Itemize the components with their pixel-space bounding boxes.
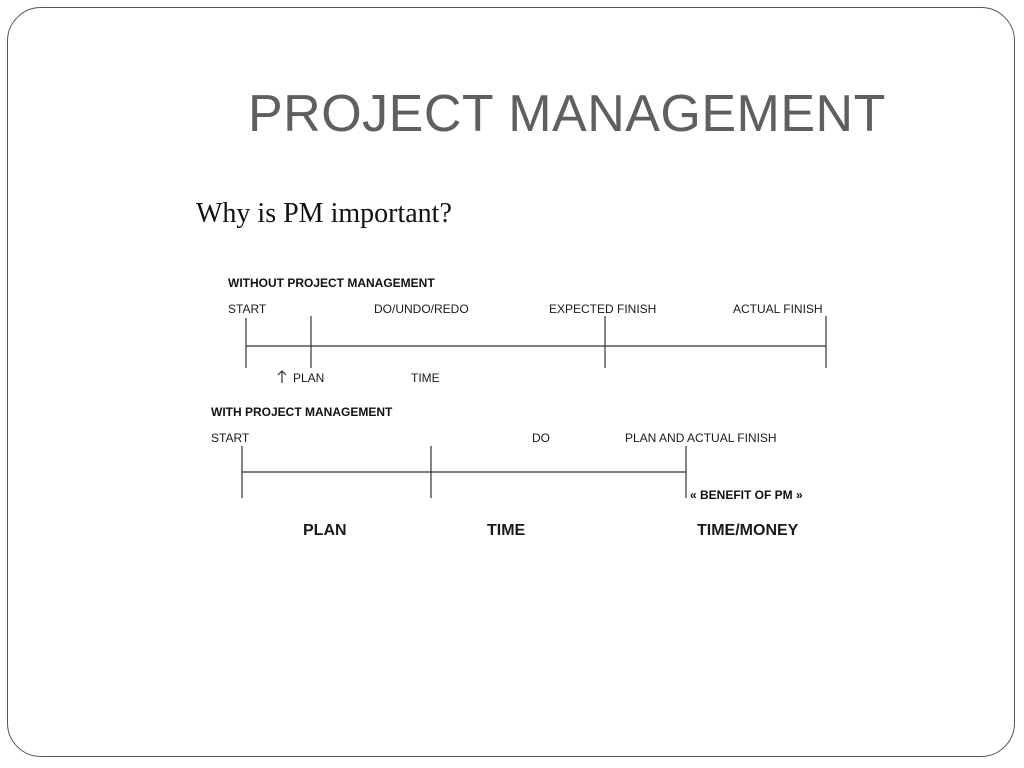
without-pm-do-undo-redo-label: DO/UNDO/REDO	[374, 302, 469, 316]
slide-frame	[7, 7, 1015, 757]
without-pm-plan-label: PLAN	[293, 371, 325, 385]
with-pm-do-label: DO	[532, 431, 550, 445]
with-pm-start-label: START	[211, 431, 250, 445]
bottom-time-money-label: TIME/MONEY	[697, 522, 799, 539]
without-pm-expected-finish-label: EXPECTED FINISH	[549, 302, 657, 316]
with-pm-heading: WITH PROJECT MANAGEMENT	[211, 405, 393, 419]
slide-title: PROJECT MANAGEMENT	[248, 85, 886, 143]
bottom-plan-label: PLAN	[303, 522, 347, 539]
without-pm-actual-finish-label: ACTUAL FINISH	[733, 302, 823, 316]
without-pm-time-label: TIME	[411, 371, 440, 385]
with-pm-plan-actual-finish-label: PLAN AND ACTUAL FINISH	[625, 431, 777, 445]
benefit-of-pm-label: « BENEFIT OF PM »	[690, 488, 803, 502]
bottom-time-label: TIME	[487, 522, 526, 539]
without-pm-start-label: START	[228, 302, 267, 316]
without-pm-heading: WITHOUT PROJECT MANAGEMENT	[228, 276, 435, 290]
slide-subtitle: Why is PM important?	[196, 198, 452, 229]
